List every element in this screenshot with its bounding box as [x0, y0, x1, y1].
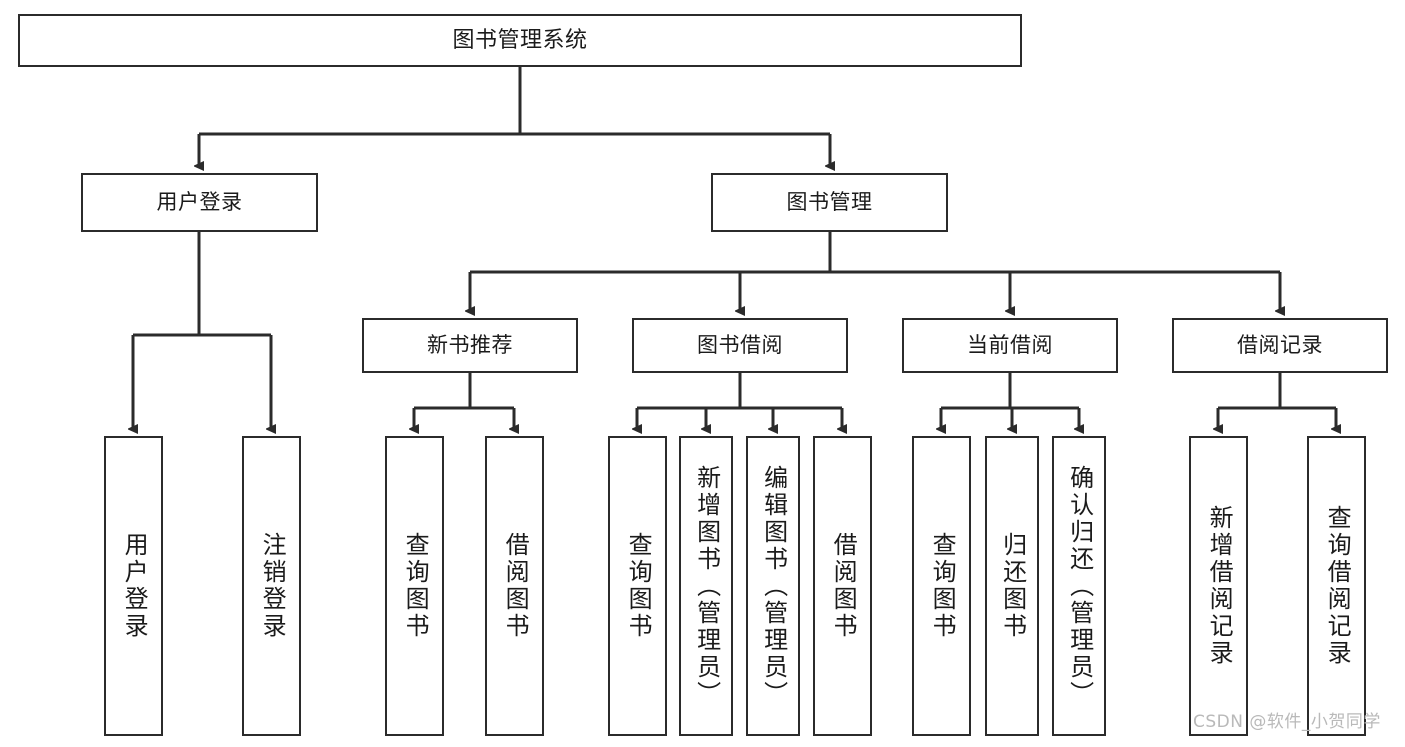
node-leaf-query-book-2-label: 查询图书: [624, 532, 653, 640]
node-leaf-query-record[interactable]: 查询借阅记录: [1307, 436, 1366, 736]
node-leaf-edit-book[interactable]: 编辑图书（管理员）: [746, 436, 800, 736]
node-leaf-borrow-book-1[interactable]: 借阅图书: [485, 436, 544, 736]
node-leaf-logout-label: 注销登录: [258, 532, 287, 640]
csdn-watermark: CSDN @软件_小贺同学: [1193, 712, 1381, 732]
node-leaf-user-login-label: 用户登录: [120, 532, 149, 640]
node-leaf-borrow-book-2[interactable]: 借阅图书: [813, 436, 872, 736]
node-leaf-query-book-1-label: 查询图书: [401, 532, 430, 640]
node-book-borrow[interactable]: 图书借阅: [632, 318, 848, 373]
node-leaf-return-book[interactable]: 归还图书: [985, 436, 1039, 736]
node-leaf-confirm-return[interactable]: 确认归还（管理员）: [1052, 436, 1106, 736]
node-leaf-user-login[interactable]: 用户登录: [104, 436, 163, 736]
node-leaf-query-book-2[interactable]: 查询图书: [608, 436, 667, 736]
node-borrow-record-label: 借阅记录: [1237, 333, 1323, 358]
node-leaf-return-book-label: 归还图书: [998, 532, 1027, 640]
node-leaf-query-book-3[interactable]: 查询图书: [912, 436, 971, 736]
node-new-book-recommend[interactable]: 新书推荐: [362, 318, 578, 373]
node-new-book-recommend-label: 新书推荐: [427, 333, 513, 358]
node-root[interactable]: 图书管理系统: [18, 14, 1022, 67]
node-user-login-label: 用户登录: [156, 190, 243, 215]
node-leaf-add-book[interactable]: 新增图书（管理员）: [679, 436, 733, 736]
node-book-manage[interactable]: 图书管理: [711, 173, 948, 232]
node-book-manage-label: 图书管理: [786, 190, 873, 215]
node-leaf-query-record-label: 查询借阅记录: [1323, 505, 1352, 667]
node-current-borrow-label: 当前借阅: [967, 333, 1053, 358]
node-user-login[interactable]: 用户登录: [81, 173, 318, 232]
node-current-borrow[interactable]: 当前借阅: [902, 318, 1118, 373]
node-leaf-add-record-label: 新增借阅记录: [1205, 505, 1234, 667]
node-leaf-query-book-3-label: 查询图书: [928, 532, 957, 640]
node-leaf-borrow-book-2-label: 借阅图书: [829, 532, 858, 640]
node-leaf-add-book-label: 新增图书（管理员）: [692, 464, 721, 708]
node-leaf-confirm-return-label: 确认归还（管理员）: [1065, 464, 1094, 708]
node-leaf-logout[interactable]: 注销登录: [242, 436, 301, 736]
node-book-borrow-label: 图书借阅: [697, 333, 783, 358]
node-borrow-record[interactable]: 借阅记录: [1172, 318, 1388, 373]
node-leaf-query-book-1[interactable]: 查询图书: [385, 436, 444, 736]
node-leaf-add-record[interactable]: 新增借阅记录: [1189, 436, 1248, 736]
node-root-label: 图书管理系统: [452, 27, 588, 53]
node-leaf-edit-book-label: 编辑图书（管理员）: [759, 464, 788, 708]
node-leaf-borrow-book-1-label: 借阅图书: [501, 532, 530, 640]
